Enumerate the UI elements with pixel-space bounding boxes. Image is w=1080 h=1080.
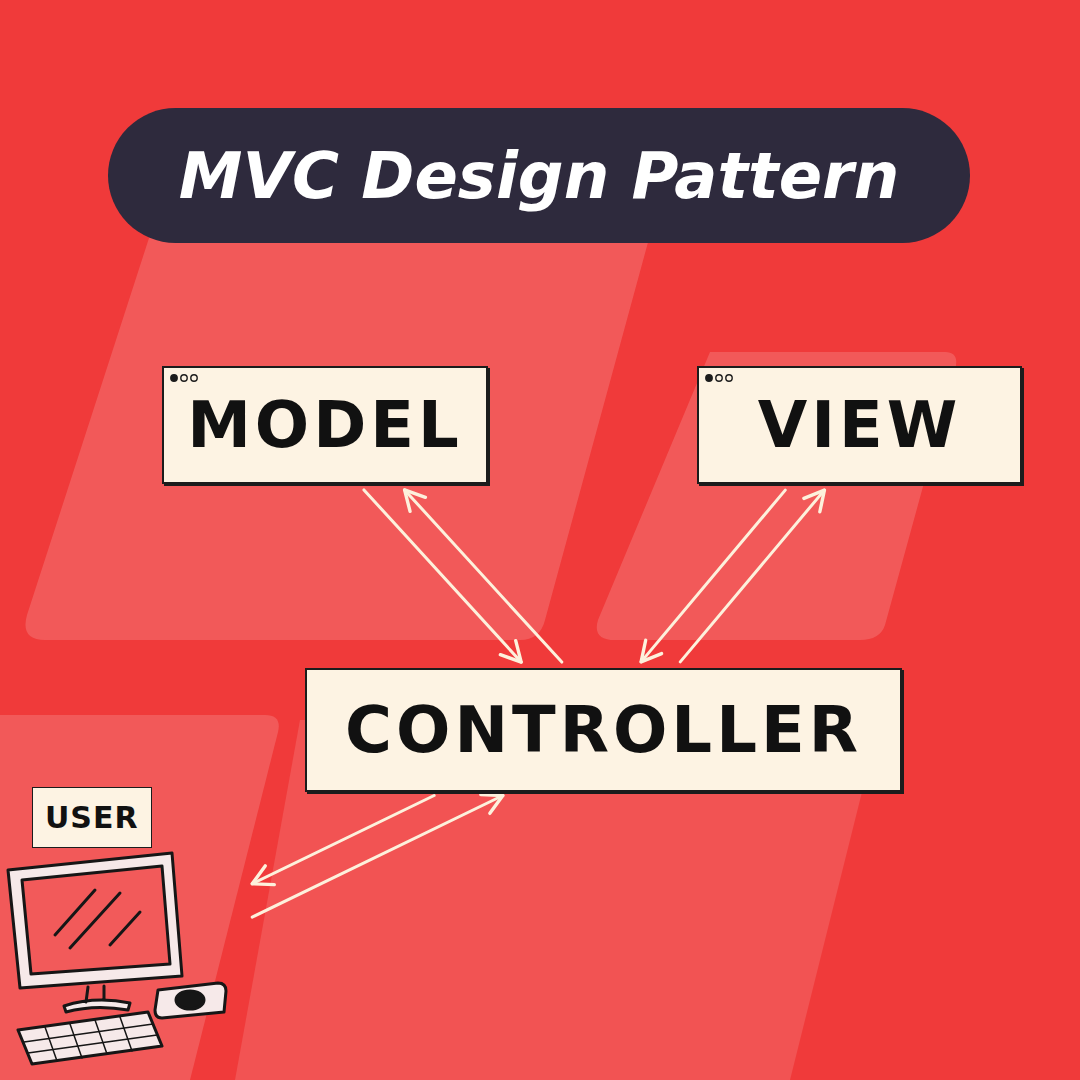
window-dot	[726, 375, 732, 381]
window-dots	[703, 371, 743, 385]
window-dot	[706, 375, 712, 381]
box-label: MODEL	[187, 388, 463, 462]
title-text: MVC Design Pattern	[179, 139, 899, 213]
window-dots	[168, 371, 208, 385]
connector-arrow	[680, 490, 824, 662]
connector-arrow	[252, 795, 503, 917]
user-label: USER	[32, 787, 152, 848]
monitor-stand	[64, 986, 130, 1012]
connector-arrow	[252, 795, 434, 883]
window-dot	[191, 375, 197, 381]
title-pill: MVC Design Pattern	[108, 108, 970, 243]
controller-box: CONTROLLER	[305, 668, 902, 792]
window-dot	[716, 375, 722, 381]
keyboard-keys	[24, 1017, 157, 1061]
mouse-pad	[155, 983, 226, 1018]
view-box: VIEW	[697, 366, 1022, 484]
connector-arrow	[641, 490, 785, 662]
model-box: MODEL	[162, 366, 488, 484]
connector-arrow	[405, 490, 562, 662]
screen-glare	[55, 890, 140, 948]
background-panel	[25, 235, 650, 640]
box-label: VIEW	[758, 388, 962, 462]
monitor-frame	[8, 853, 182, 988]
box-label: CONTROLLER	[345, 693, 862, 767]
keyboard	[18, 1012, 162, 1064]
user-node: USER	[0, 785, 245, 1070]
connector-arrow	[364, 490, 521, 662]
monitor-screen	[22, 866, 170, 974]
background-panel	[0, 715, 279, 1080]
window-dot	[181, 375, 187, 381]
mouse	[176, 991, 204, 1009]
window-dot	[171, 375, 177, 381]
